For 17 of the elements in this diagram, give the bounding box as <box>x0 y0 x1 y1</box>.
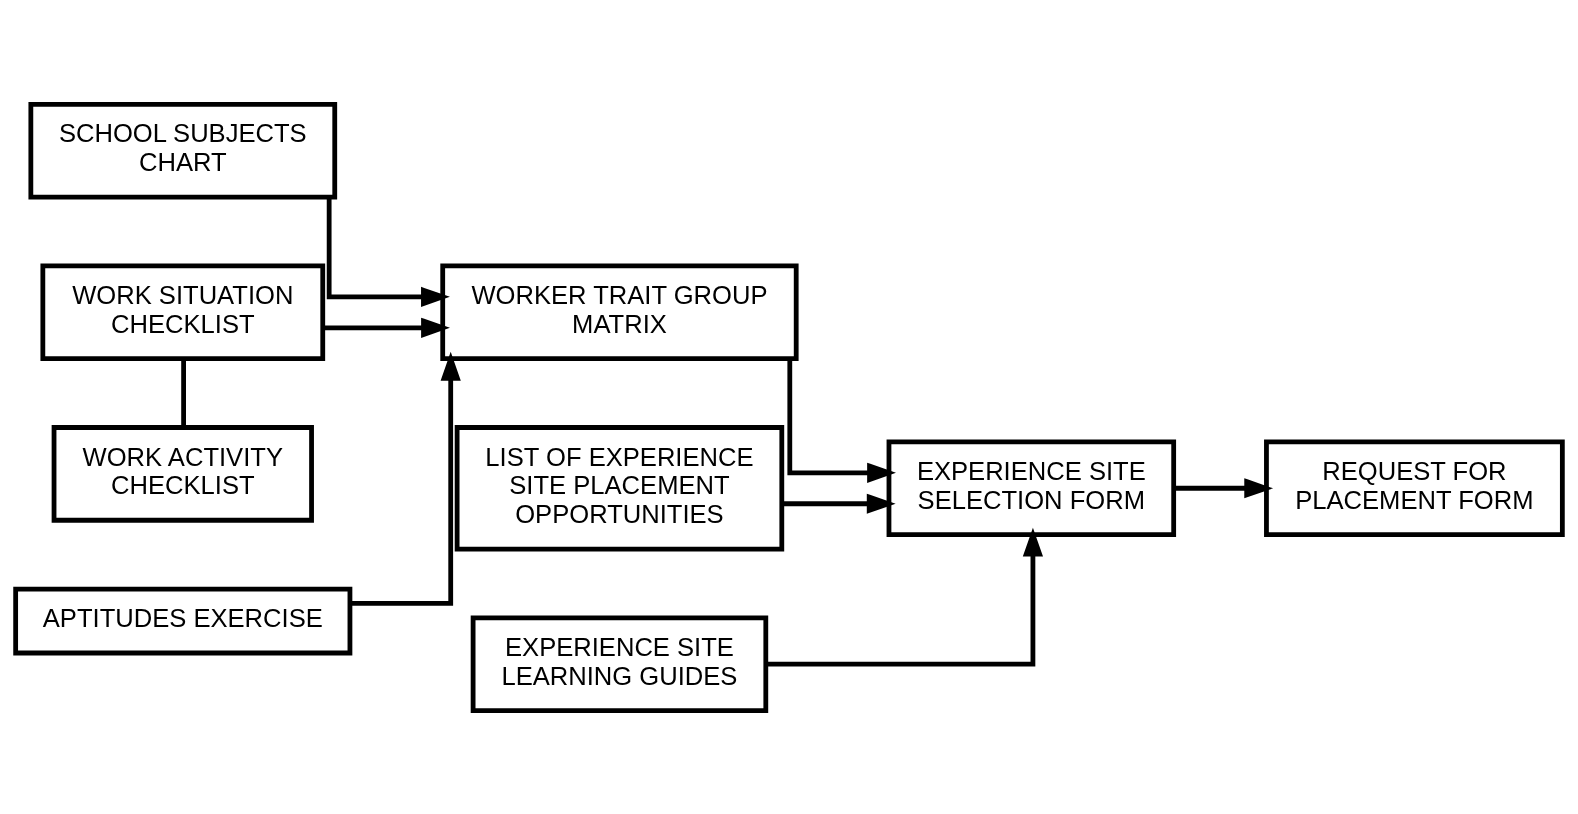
node-box: LIST OF EXPERIENCE SITE PLACEMENT OPPORTUNITIES <box>454 424 785 551</box>
arrow <box>1173 477 1274 498</box>
node-box: WORK ACTIVITY CHECKLIST <box>51 424 314 523</box>
arrow <box>322 317 450 338</box>
arrow <box>350 351 461 606</box>
node-box: SCHOOL SUBJECTS CHART <box>28 101 338 200</box>
arrow <box>782 493 896 514</box>
node-box: APTITUDES EXERCISE <box>13 586 353 655</box>
arrow <box>787 358 896 483</box>
node-box: WORK SITUATION CHECKLIST <box>40 263 326 361</box>
arrow <box>765 527 1044 667</box>
node-box: WORKER TRAIT GROUP MATRIX <box>440 263 799 361</box>
node-box: REQUEST FOR PLACEMENT FORM <box>1264 439 1565 537</box>
node-box: EXPERIENCE SITE SELECTION FORM <box>886 439 1177 537</box>
arrow <box>326 196 450 307</box>
node-box: EXPERIENCE SITE LEARNING GUIDES <box>470 614 769 713</box>
connector <box>181 358 186 427</box>
